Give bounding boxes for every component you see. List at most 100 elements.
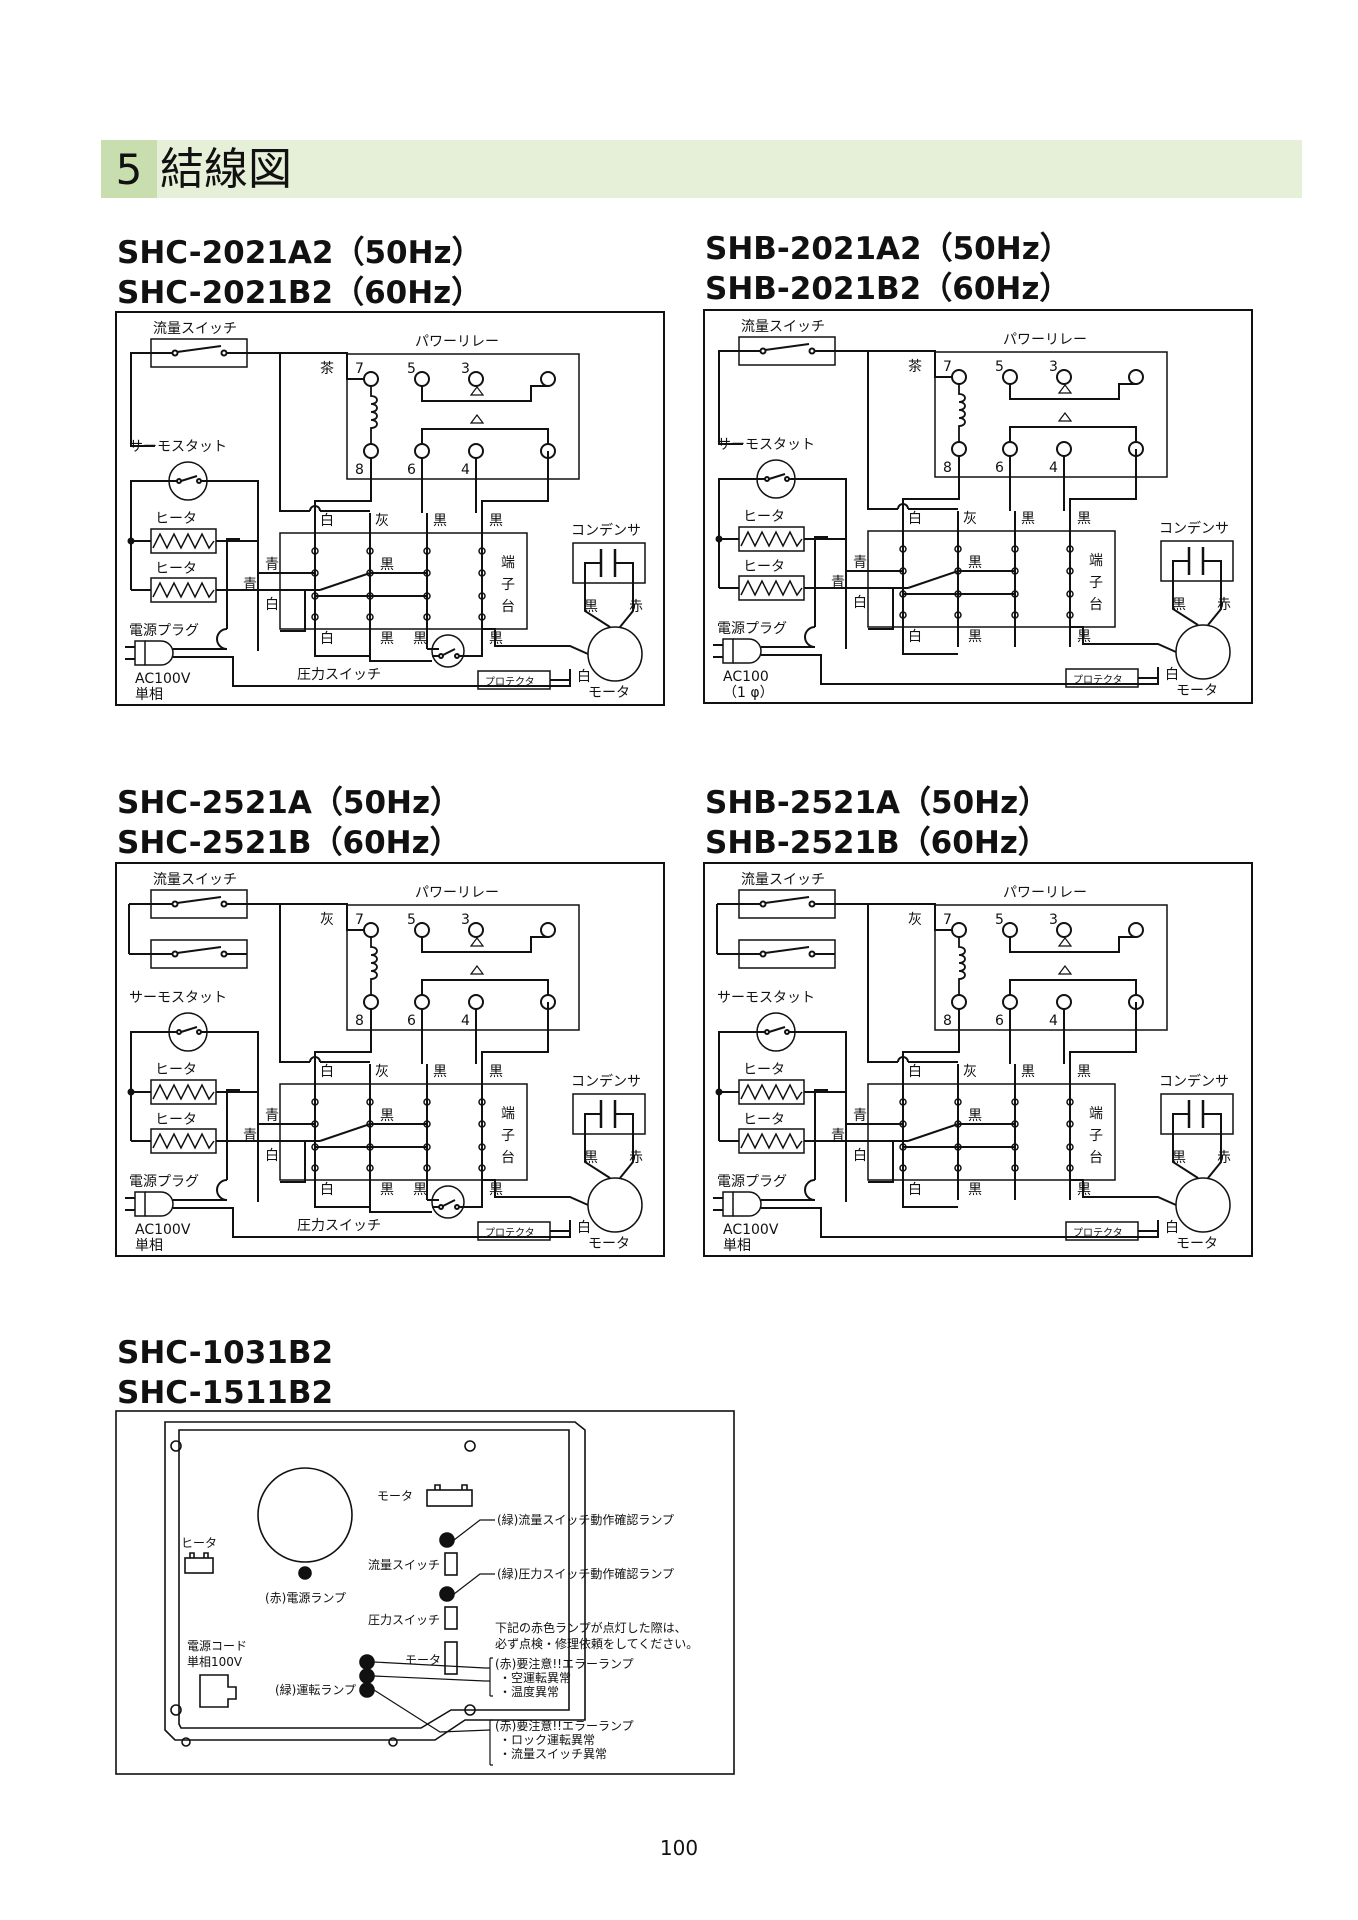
heater-1 (150, 1079, 217, 1105)
protector (1065, 1179, 1177, 1241)
svg-text:4: 4 (1049, 460, 1058, 476)
svg-text:端: 端 (501, 555, 515, 571)
svg-text:黒: 黒 (1172, 1150, 1186, 1166)
flow-switch (150, 338, 248, 368)
flow-switch-label: 流量スイッチ (741, 319, 825, 335)
svg-text:4: 4 (461, 1013, 470, 1029)
svg-text:灰: 灰 (375, 513, 389, 529)
condenser (572, 1093, 646, 1179)
svg-text:黒: 黒 (1021, 1064, 1035, 1080)
terminal-block (279, 1064, 528, 1200)
svg-text:3: 3 (461, 361, 470, 377)
entry-wire-color: 灰 (908, 912, 922, 928)
heater-2 (738, 575, 805, 601)
protector-label: プロテクタ (485, 1227, 535, 1239)
pressure-switch (369, 634, 483, 668)
svg-text:5: 5 (407, 912, 416, 928)
svg-text:黒: 黒 (413, 631, 427, 647)
svg-text:(赤)要注意!!エラーランプ: (赤)要注意!!エラーランプ (495, 1718, 634, 1733)
pressure-switch (369, 1185, 483, 1219)
power-plug (713, 638, 815, 664)
svg-text:必ず点検・修理依頼をしてください。: 必ず点検・修理依頼をしてください。 (495, 1636, 698, 1651)
svg-text:黒: 黒 (1172, 597, 1186, 613)
svg-text:白: 白 (320, 1182, 334, 1198)
supply-line1: AC100V (135, 1222, 191, 1238)
heater-1-label: ヒータ (743, 509, 785, 525)
heater-1-label: ヒータ (743, 1062, 785, 1078)
power-plug-label: 電源プラグ (129, 1174, 199, 1190)
power-relay (346, 353, 580, 480)
section-title: 結線図 (160, 144, 292, 195)
svg-text:黒: 黒 (413, 1182, 427, 1198)
heater-2-label: ヒータ (743, 559, 785, 575)
heater-1 (738, 526, 805, 552)
power-plug-label: 電源プラグ (717, 1174, 787, 1190)
condenser (1160, 540, 1234, 626)
svg-text:灰: 灰 (375, 1064, 389, 1080)
svg-text:青: 青 (831, 575, 845, 591)
power-plug (125, 640, 227, 666)
svg-text:7: 7 (943, 359, 952, 375)
svg-text:・ロック運転異常: ・ロック運転異常 (499, 1733, 595, 1747)
svg-text:子: 子 (1089, 1128, 1103, 1144)
supply-line2: 単相 (135, 687, 163, 703)
svg-text:子: 子 (1089, 575, 1103, 591)
entry-wire-color: 灰 (320, 912, 334, 928)
svg-text:モータ: モータ (405, 1653, 441, 1667)
svg-text:6: 6 (995, 1013, 1004, 1029)
power-plug (713, 1191, 815, 1217)
pressure-switch-label: 圧力スイッチ (297, 667, 381, 683)
svg-text:黒: 黒 (968, 629, 982, 645)
svg-text:台: 台 (501, 1150, 515, 1166)
motor-label: モータ (588, 1236, 630, 1252)
svg-text:4: 4 (1049, 1013, 1058, 1029)
svg-text:青: 青 (265, 557, 279, 573)
svg-text:・温度異常: ・温度異常 (499, 1684, 559, 1699)
board-frame (115, 1410, 735, 1775)
svg-text:(緑)運転ランプ: (緑)運転ランプ (275, 1682, 356, 1697)
power-plug (125, 1191, 227, 1217)
svg-text:台: 台 (501, 599, 515, 615)
svg-text:青: 青 (853, 555, 867, 571)
wiring-diagram-d2: 流量スイッチ パワーリレー 7 5 3 8 6 4 茶 サーモスタット ヒータ … (703, 309, 1253, 708)
section-header-bar (101, 140, 1302, 198)
model-heading-d1: SHC-2021A2（50Hz）SHC-2021B2（60Hz） (117, 235, 483, 311)
terminal-block (279, 513, 528, 649)
svg-text:子: 子 (501, 1128, 515, 1144)
svg-text:赤: 赤 (1217, 597, 1231, 613)
svg-text:白: 白 (908, 1064, 922, 1080)
svg-text:白: 白 (320, 631, 334, 647)
svg-text:台: 台 (1089, 1150, 1103, 1166)
power-relay (934, 351, 1168, 478)
svg-text:黒: 黒 (380, 1182, 394, 1198)
svg-text:白: 白 (265, 1148, 279, 1164)
svg-text:黒: 黒 (584, 599, 598, 615)
section-number: 5 (101, 140, 157, 198)
heater-2 (150, 1128, 217, 1154)
board-leader-lines (373, 1519, 495, 1766)
wiring-svg: 流量スイッチ パワーリレー 7 5 3 8 6 4 茶 サーモスタット ヒータ … (115, 311, 665, 706)
thermostat-label: サーモスタット (717, 437, 815, 453)
protector-label: プロテクタ (1073, 1227, 1123, 1239)
pressure-switch-label: 圧力スイッチ (297, 1218, 381, 1234)
svg-text:7: 7 (355, 912, 364, 928)
thermostat-label: サーモスタット (717, 990, 815, 1006)
svg-text:灰: 灰 (963, 1064, 977, 1080)
diagram-frame (703, 309, 1253, 704)
power-relay (934, 904, 1168, 1031)
diagram-frame (115, 311, 665, 706)
svg-text:3: 3 (1049, 359, 1058, 375)
svg-text:黒: 黒 (380, 557, 394, 573)
svg-text:台: 台 (1089, 597, 1103, 613)
flow-switch-second (716, 903, 836, 969)
svg-text:3: 3 (461, 912, 470, 928)
svg-text:(緑)流量スイッチ動作確認ランプ: (緑)流量スイッチ動作確認ランプ (497, 1512, 674, 1527)
svg-text:単相100V: 単相100V (187, 1655, 243, 1669)
heater-1-label: ヒータ (155, 1062, 197, 1078)
wiring-diagram-d4: 流量スイッチ パワーリレー 7 5 3 8 6 4 灰 サーモスタット ヒータ (703, 862, 1253, 1261)
protector (477, 1179, 589, 1241)
protector (477, 628, 589, 690)
svg-text:6: 6 (407, 1013, 416, 1029)
svg-text:7: 7 (355, 361, 364, 377)
svg-text:端: 端 (1089, 553, 1103, 569)
